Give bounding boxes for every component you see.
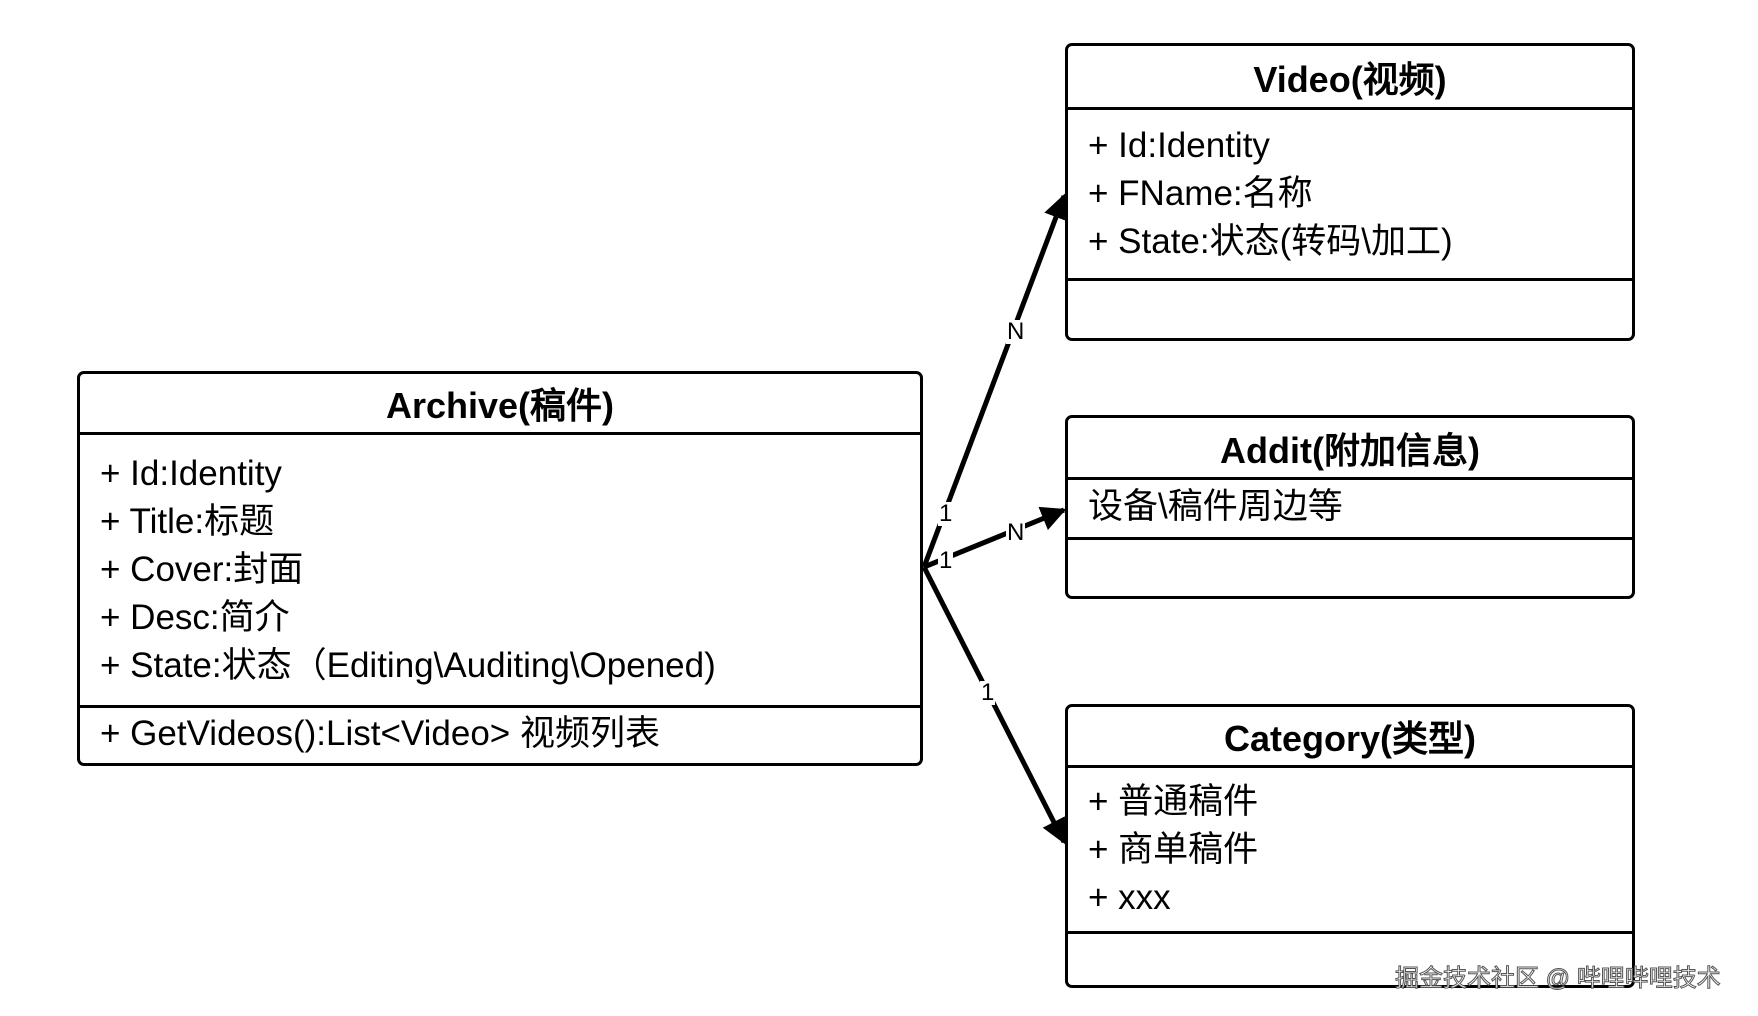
attribute: + Desc:简介 (100, 598, 290, 637)
class-addit-title: Addit(附加信息) (1068, 418, 1632, 480)
class-category-attributes: + 普通稿件 + 商单稿件 + xxx (1068, 768, 1632, 934)
multiplicity-category-target: 1 (980, 679, 996, 706)
class-category-title: Category(类型) (1068, 707, 1632, 768)
attribute: + FName:名称 (1088, 174, 1313, 213)
multiplicity-addit-target: N (1006, 519, 1026, 546)
attribute: + Cover:封面 (100, 550, 304, 589)
attribute: + Id:Identity (1088, 126, 1270, 165)
attribute: + xxx (1088, 878, 1171, 917)
attribute: + 普通稿件 (1088, 782, 1259, 821)
class-addit-attributes: 设备\稿件周边等 (1068, 480, 1632, 540)
watermark: 掘金技术社区 @ 哔哩哔哩技术 (1395, 965, 1722, 993)
class-addit[interactable]: Addit(附加信息) 设备\稿件周边等 (1065, 415, 1635, 599)
class-addit-methods (1068, 540, 1632, 596)
attribute: + State:状态（Editing\Auditing\Opened) (100, 646, 716, 685)
multiplicity-addit-source: 1 (938, 547, 954, 574)
multiplicity-video-source: 1 (938, 500, 954, 527)
attribute: 设备\稿件周边等 (1088, 487, 1343, 526)
attribute: + Id:Identity (100, 454, 282, 493)
class-archive-title: Archive(稿件) (80, 374, 920, 435)
class-archive-attributes: + Id:Identity + Title:标题 + Cover:封面 + De… (80, 435, 920, 708)
class-video[interactable]: Video(视频) + Id:Identity + FName:名称 + Sta… (1065, 43, 1635, 341)
attribute: + 商单稿件 (1088, 830, 1259, 869)
class-video-attributes: + Id:Identity + FName:名称 + State:状态(转码\加… (1068, 110, 1632, 281)
class-video-title: Video(视频) (1068, 46, 1632, 110)
class-video-methods (1068, 281, 1632, 337)
class-category[interactable]: Category(类型) + 普通稿件 + 商单稿件 + xxx (1065, 704, 1635, 988)
attribute: + Title:标题 (100, 502, 275, 541)
multiplicity-video-target: N (1006, 318, 1026, 345)
class-archive-methods: + GetVideos():List<Video> 视频列表 (80, 708, 920, 763)
method: + GetVideos():List<Video> 视频列表 (100, 714, 660, 753)
attribute: + State:状态(转码\加工) (1088, 222, 1453, 261)
class-archive[interactable]: Archive(稿件) + Id:Identity + Title:标题 + C… (77, 371, 923, 766)
